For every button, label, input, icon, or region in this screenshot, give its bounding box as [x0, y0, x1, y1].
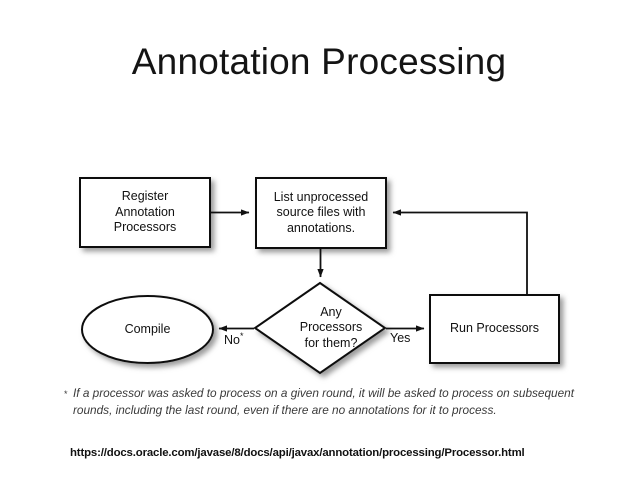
node-register — [79, 177, 211, 248]
node-compile-label: Compile — [124, 321, 171, 336]
node-decision-text: Any Processors for them? — [299, 304, 363, 350]
footnote: * If a processor was asked to process on… — [64, 385, 584, 418]
node-list-unprocessed-label: List unprocessed source files with annot… — [273, 189, 369, 235]
node-run-processors — [429, 294, 560, 364]
node-list-unprocessed — [255, 177, 387, 249]
node-decision-label: Any Processors for them? — [262, 283, 392, 373]
edge-label-no: No* — [224, 331, 244, 347]
reference-url-link[interactable]: https://docs.oracle.com/javase/8/docs/ap… — [70, 447, 525, 459]
edge-label-no-text: No — [224, 333, 240, 348]
footnote-marker: * — [64, 389, 68, 399]
node-compile — [81, 295, 214, 364]
edge-run-to-list-feedback — [392, 209, 528, 294]
page-title: Annotation Processing — [131, 41, 507, 82]
footnote-reference-marker: * — [239, 331, 244, 341]
edge-label-yes: Yes — [390, 331, 411, 345]
footnote-text: If a processor was asked to process on a… — [73, 386, 574, 417]
node-decision — [253, 281, 387, 375]
node-register-label: Register Annotation Processors — [113, 189, 177, 235]
node-run-processors-label: Run Processors — [450, 321, 539, 336]
